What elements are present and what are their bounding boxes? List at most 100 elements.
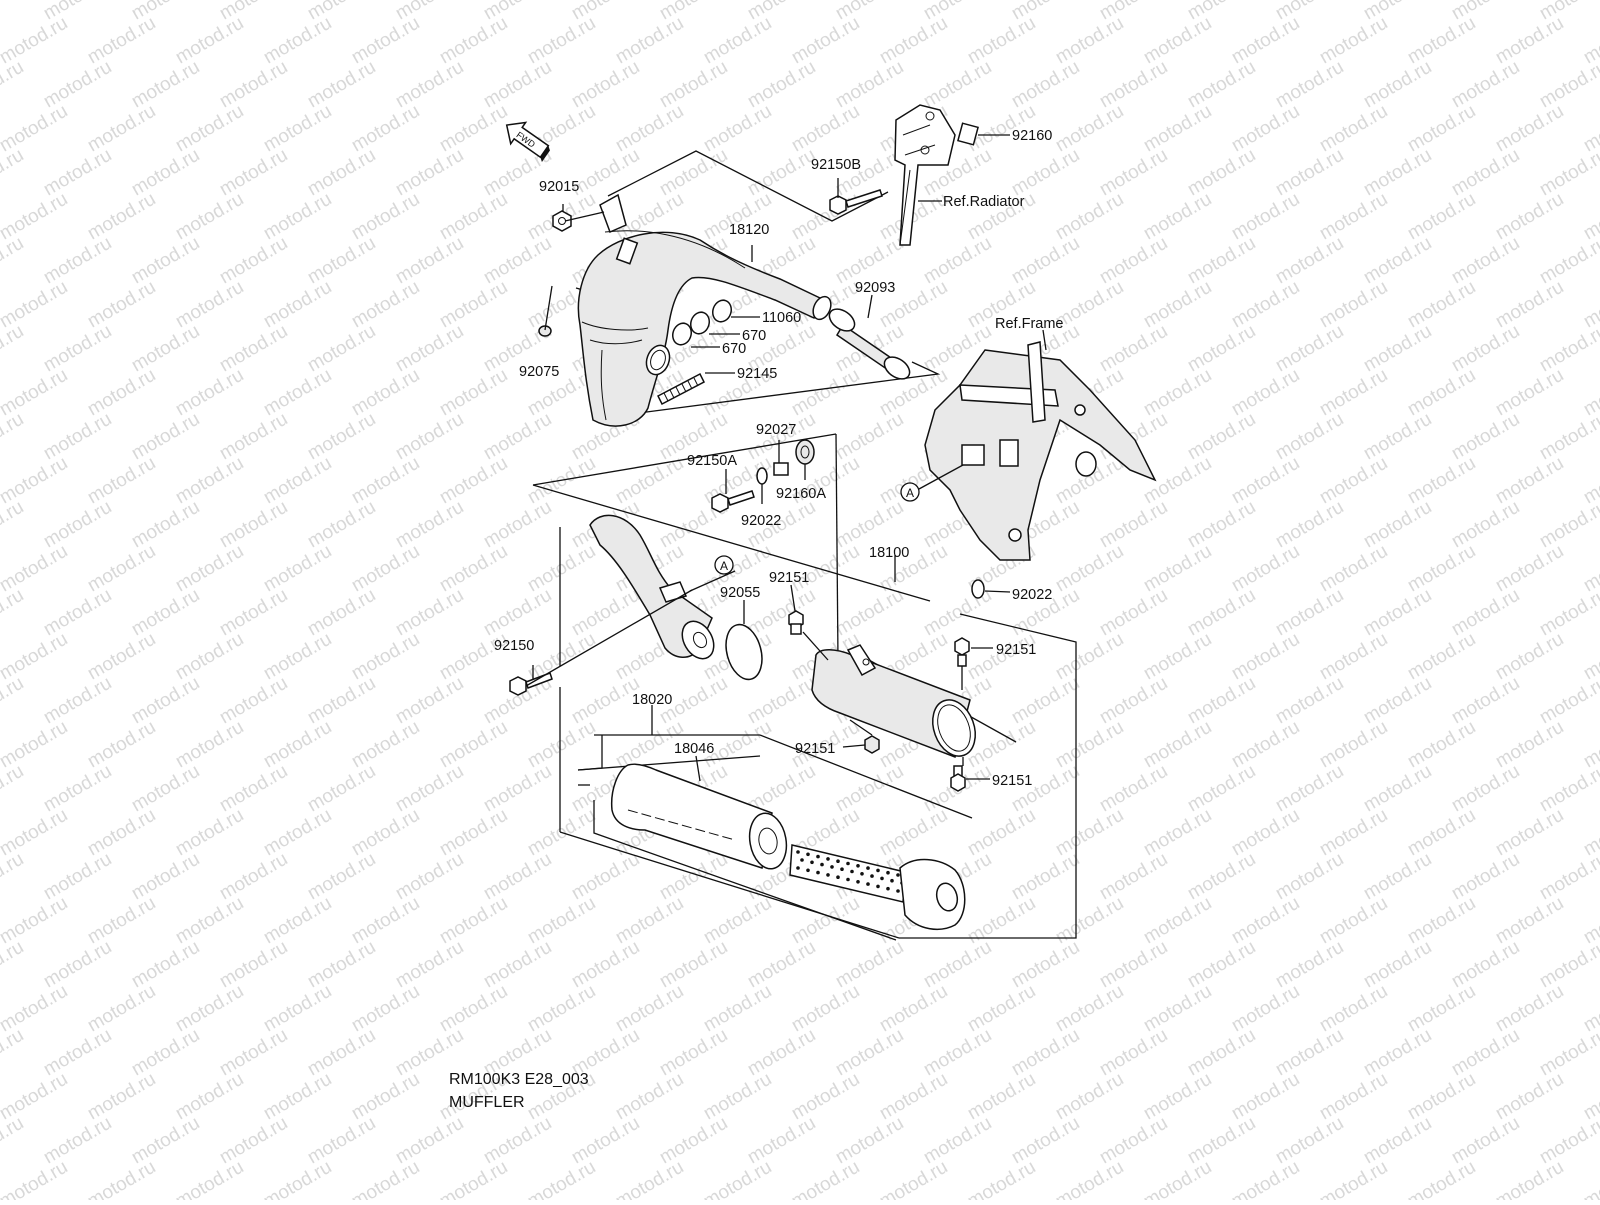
watermark-text: motod.ru	[260, 189, 335, 245]
watermark-text: motod.ru	[128, 673, 203, 729]
perforation-hole	[806, 852, 810, 857]
watermark-text: motod.ru	[1008, 673, 1083, 729]
watermark-text: motod.ru	[392, 57, 467, 113]
watermark-text: motod.ru	[216, 1113, 291, 1169]
watermark-text: motod.ru	[1184, 1113, 1259, 1169]
watermark-text: motod.ru	[1492, 189, 1567, 245]
watermark-text: motod.ru	[304, 849, 379, 905]
watermark-text: motod.ru	[260, 541, 335, 597]
label-18120: 18120	[729, 222, 769, 238]
watermark-text: motod.ru	[128, 233, 203, 289]
watermark-text: motod.ru	[128, 409, 203, 465]
watermark-text: motod.ru	[348, 981, 423, 1037]
watermark-text: motod.ru	[1404, 629, 1479, 685]
watermark-text: motod.ru	[216, 673, 291, 729]
watermark-text: motod.ru	[656, 1025, 731, 1081]
bolt-92151-right	[954, 637, 970, 667]
watermark-text: motod.ru	[1052, 717, 1127, 773]
watermark-text: motod.ru	[744, 673, 819, 729]
watermark-text: motod.ru	[1448, 1113, 1523, 1169]
label-18046: 18046	[674, 741, 714, 757]
watermark-text: motod.ru	[260, 1157, 335, 1200]
watermark-text: motod.ru	[1360, 1025, 1435, 1081]
watermark-text: motod.ru	[1360, 937, 1435, 993]
watermark-text: motod.ru	[788, 13, 863, 69]
watermark-text: motod.ru	[832, 497, 907, 553]
perforation-hole	[896, 873, 900, 877]
watermark-text: motod.ru	[700, 13, 775, 69]
watermark-text: motod.ru	[1184, 937, 1259, 993]
watermark-text: motod.ru	[84, 1069, 159, 1125]
watermark-text: motod.ru	[1404, 981, 1479, 1037]
watermark-text: motod.ru	[656, 849, 731, 905]
watermark-text: motod.ru	[480, 409, 555, 465]
watermark-text: motod.ru	[216, 497, 291, 553]
reference-marker-a-pipe: A	[714, 555, 734, 575]
watermark-text: motod.ru	[1536, 1025, 1600, 1081]
watermark-text: motod.ru	[348, 1069, 423, 1125]
watermark-text: motod.ru	[1536, 937, 1600, 993]
watermark-text: motod.ru	[1228, 981, 1303, 1037]
watermark-text: motod.ru	[1272, 585, 1347, 641]
watermark-text: motod.ru	[0, 497, 27, 553]
watermark-text: motod.ru	[348, 453, 423, 509]
watermark-text: motod.ru	[392, 937, 467, 993]
watermark-text: motod.ru	[0, 585, 27, 641]
watermark-text: motod.ru	[1096, 145, 1171, 201]
perforation-hole	[866, 866, 870, 870]
watermark-text: motod.ru	[1536, 761, 1600, 817]
bolt-92150B	[829, 189, 883, 215]
watermark-text: motod.ru	[304, 1113, 379, 1169]
washer-92022	[756, 467, 768, 485]
watermark-text: motod.ru	[700, 981, 775, 1037]
perforation-hole	[856, 864, 860, 868]
watermark-text: motod.ru	[480, 937, 555, 993]
watermark-text: motod.ru	[304, 1025, 379, 1081]
perforation-hole	[886, 870, 890, 875]
watermark-text: motod.ru	[84, 541, 159, 597]
watermark-text: motod.ru	[128, 761, 203, 817]
watermark-text: motod.ru	[1404, 1069, 1479, 1125]
watermark-text: motod.ru	[0, 145, 27, 201]
watermark-text: motod.ru	[172, 1157, 247, 1200]
label-92151-middle: 92151	[795, 741, 835, 757]
watermark-text: motod.ru	[392, 497, 467, 553]
watermark-text: motod.ru	[568, 937, 643, 993]
perforation-hole	[860, 872, 864, 876]
watermark-text: motod.ru	[1492, 365, 1567, 421]
watermark-text: motod.ru	[1184, 57, 1259, 113]
label-92151-right: 92151	[996, 642, 1036, 658]
watermark-text: motod.ru	[436, 541, 511, 597]
watermark-text: motod.ru	[216, 937, 291, 993]
watermark-text: motod.ru	[832, 1025, 907, 1081]
watermark-text: motod.ru	[1140, 1069, 1215, 1125]
watermark-text: motod.ru	[216, 321, 291, 377]
watermark-text: motod.ru	[216, 849, 291, 905]
watermark-text: motod.ru	[480, 585, 555, 641]
watermark-text: motod.ru	[1184, 497, 1259, 553]
watermark-text: motod.ru	[744, 145, 819, 201]
watermark-text: motod.ru	[1536, 145, 1600, 201]
bolt-92151-middle	[864, 735, 880, 754]
watermark-text: motod.ru	[656, 1113, 731, 1169]
label-92145: 92145	[737, 366, 777, 382]
watermark-text: motod.ru	[524, 981, 599, 1037]
watermark-text: motod.ru	[40, 409, 115, 465]
watermark-text: motod.ru	[1360, 233, 1435, 289]
label-92075: 92075	[519, 364, 559, 380]
watermark-text: motod.ru	[1360, 761, 1435, 817]
watermark-text: motod.ru	[40, 673, 115, 729]
watermark-text: motod.ru	[260, 981, 335, 1037]
fwd-arrow-icon: FWD	[505, 121, 550, 162]
watermark-text: motod.ru	[1448, 497, 1523, 553]
end-cap	[899, 858, 966, 931]
perforation-hole	[836, 859, 840, 863]
watermark-text: motod.ru	[40, 937, 115, 993]
watermark-text: motod.ru	[1096, 673, 1171, 729]
watermark-text: motod.ru	[392, 233, 467, 289]
watermark-text: motod.ru	[436, 365, 511, 421]
perforation-hole	[876, 884, 880, 889]
watermark-text: motod.ru	[832, 57, 907, 113]
